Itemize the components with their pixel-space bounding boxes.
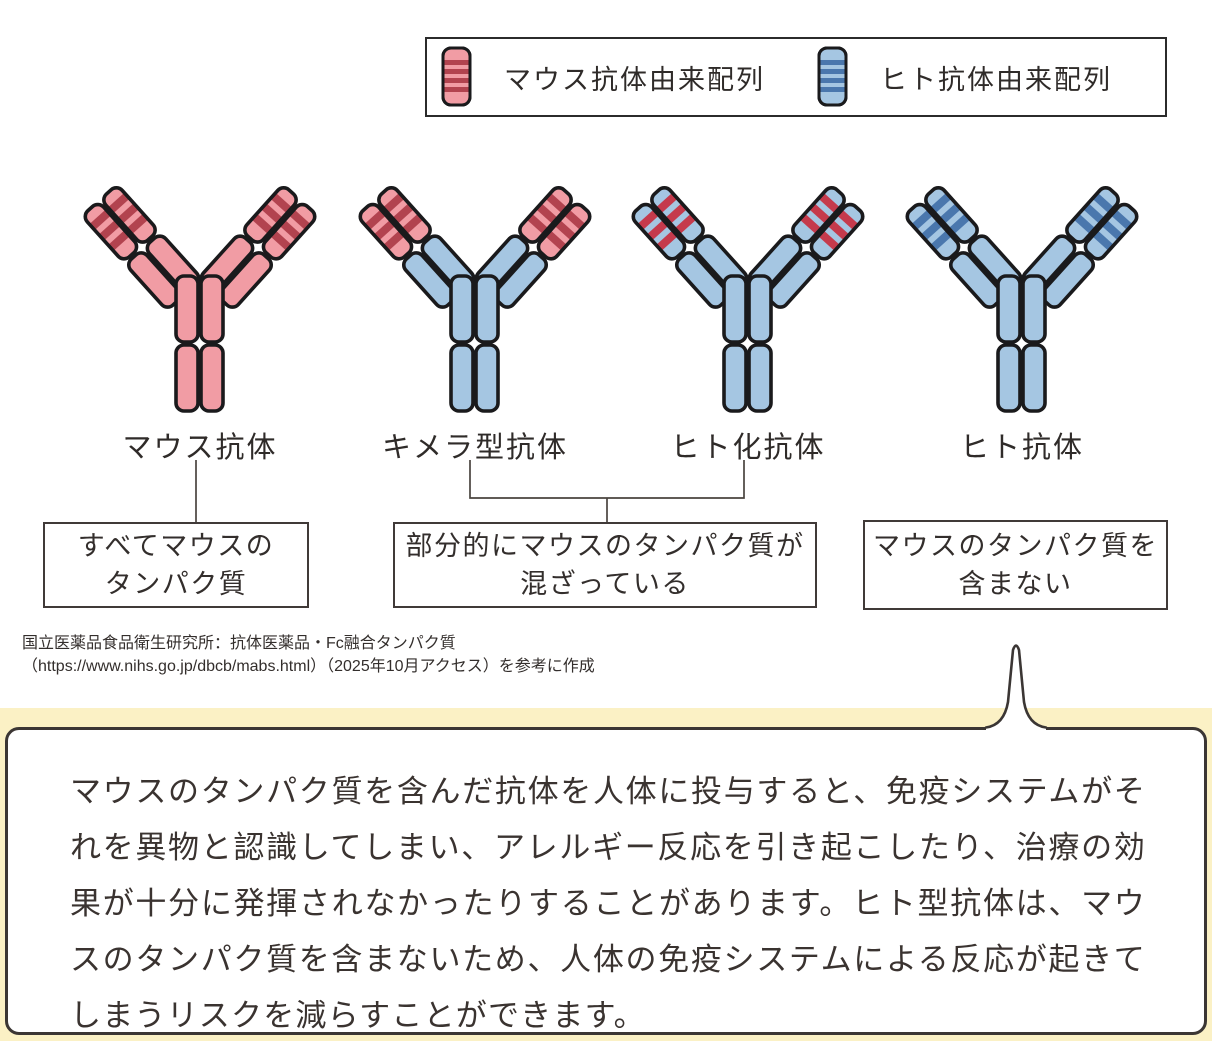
human-sequence-legend-icon bbox=[816, 46, 850, 108]
legend-item-human-sequence: ヒト抗体由来配列 bbox=[816, 46, 1112, 108]
legend-box: マウス抗体由来配列 ヒト抗体由来配列 bbox=[425, 37, 1167, 117]
note-line: 混ざっている bbox=[520, 569, 690, 599]
label-chimeric-antibody: キメラ型抗体 bbox=[381, 432, 568, 464]
label-human-antibody: ヒト抗体 bbox=[959, 432, 1084, 464]
note-line: 含まない bbox=[958, 569, 1073, 599]
note-box-no-mouse: マウスのタンパク質を 含まない bbox=[863, 520, 1168, 610]
callout-box: マウスのタンパク質を含んだ抗体を人体に投与すると、免疫システムがそれを異物と認識… bbox=[5, 727, 1207, 1035]
humanized-antibody-illustration bbox=[628, 170, 868, 420]
chimeric-antibody-illustration bbox=[355, 170, 595, 420]
callout-pointer bbox=[984, 644, 1048, 736]
legend-item-mouse-sequence: マウス抗体由来配列 bbox=[440, 46, 765, 108]
legend-label-mouse-sequence: マウス抗体由来配列 bbox=[504, 64, 765, 95]
note-line: タンパク質 bbox=[104, 569, 248, 599]
label-humanized-antibody: ヒト化抗体 bbox=[670, 432, 826, 464]
label-mouse-antibody: マウス抗体 bbox=[122, 432, 278, 464]
note-line: マウスのタンパク質を bbox=[873, 531, 1158, 561]
callout-text: マウスのタンパク質を含んだ抗体を人体に投与すると、免疫システムがそれを異物と認識… bbox=[70, 774, 1146, 1033]
note-line: 部分的にマウスのタンパク質が bbox=[405, 531, 805, 561]
source-citation: 国立医薬品食品衛生研究所：抗体医薬品・Fc融合タンパク質 （https://ww… bbox=[22, 632, 595, 678]
note-box-partial-mouse: 部分的にマウスのタンパク質が 混ざっている bbox=[393, 522, 817, 608]
mouse-antibody-illustration bbox=[80, 170, 320, 420]
source-line-1: 国立医薬品食品衛生研究所：抗体医薬品・Fc融合タンパク質 bbox=[22, 635, 456, 652]
mouse-sequence-legend-icon bbox=[440, 46, 474, 108]
note-box-all-mouse: すべてマウスの タンパク質 bbox=[43, 522, 309, 608]
human-antibody-illustration bbox=[902, 170, 1142, 420]
legend-label-human-sequence: ヒト抗体由来配列 bbox=[880, 64, 1112, 95]
note-line: すべてマウスの bbox=[77, 531, 275, 561]
source-line-2: （https://www.nihs.go.jp/dbcb/mabs.html）（… bbox=[22, 658, 595, 675]
